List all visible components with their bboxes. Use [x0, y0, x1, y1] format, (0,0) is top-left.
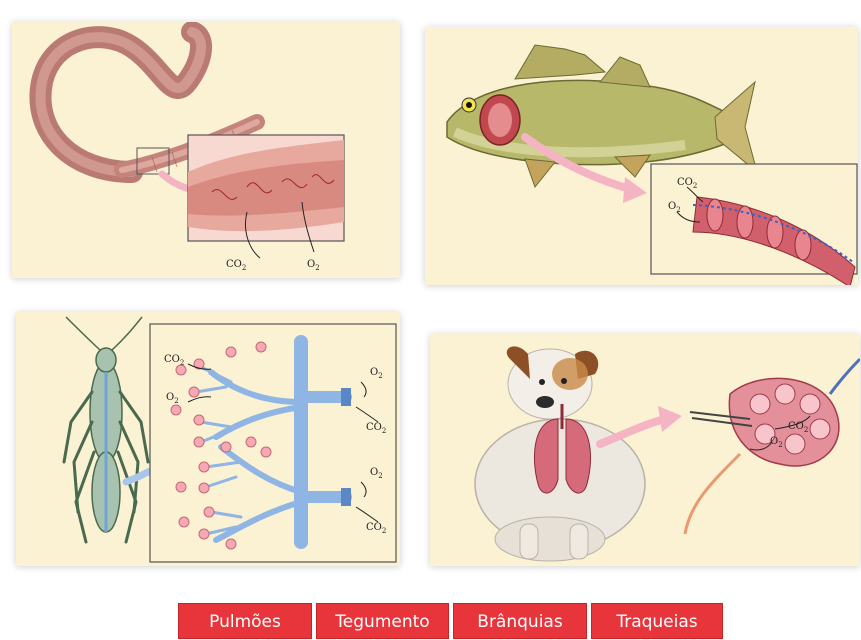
- worm-o2-label: O2: [307, 259, 320, 272]
- earthworm-panel: CO2 O2: [12, 22, 400, 278]
- fish-panel: CO2 O2: [425, 27, 858, 285]
- option-branquias-button[interactable]: Brânquias: [453, 603, 587, 639]
- option-traqueias-button[interactable]: Traqueias: [591, 603, 723, 639]
- earthworm-illustration: CO2 O2: [12, 22, 400, 278]
- fish-illustration: CO2 O2: [425, 27, 858, 285]
- option-pulmoes-button[interactable]: Pulmões: [178, 603, 312, 639]
- insect-illustration: CO2 O2 O2 CO2 O2 CO2: [16, 312, 400, 566]
- dog-panel: CO2 O2: [430, 334, 860, 566]
- dog-illustration: CO2 O2: [430, 334, 860, 566]
- insect-panel: CO2 O2 O2 CO2 O2 CO2: [16, 312, 400, 566]
- option-tegumento-button[interactable]: Tegumento: [316, 603, 449, 639]
- answer-options: Pulmões Tegumento Brânquias Traqueias: [178, 603, 723, 639]
- worm-co2-label: CO2: [226, 259, 246, 272]
